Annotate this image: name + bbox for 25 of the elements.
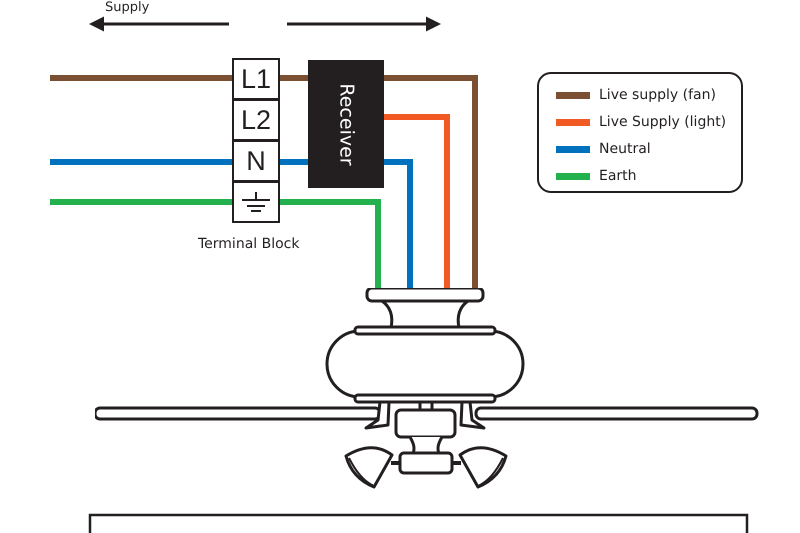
node-label: L1 xyxy=(240,66,272,92)
terminal-cell xyxy=(232,140,280,182)
terminal-cell xyxy=(232,181,280,223)
legend-label: Live Supply (light) xyxy=(599,114,726,130)
wire xyxy=(50,75,232,81)
wire xyxy=(384,75,478,288)
supply-label: Supply xyxy=(105,0,150,15)
legend-label: Live supply (fan) xyxy=(599,87,716,103)
node-label: Receiver xyxy=(336,82,356,166)
wire xyxy=(280,159,308,165)
legend-label: Neutral xyxy=(599,141,651,157)
wire xyxy=(50,199,232,205)
caption-label: Terminal Block xyxy=(198,236,300,252)
terminal-cell xyxy=(232,99,280,141)
wire xyxy=(384,159,413,288)
legend-label: Earth xyxy=(599,168,637,184)
wire xyxy=(384,114,450,288)
wire xyxy=(280,75,308,81)
wire xyxy=(50,159,232,165)
wire xyxy=(280,199,381,288)
receiver-box xyxy=(308,60,384,188)
terminal-cell xyxy=(232,58,280,100)
node-label: L2 xyxy=(240,106,272,134)
ceiling-fan-drawing xyxy=(95,288,760,490)
node-label: N xyxy=(246,148,266,174)
